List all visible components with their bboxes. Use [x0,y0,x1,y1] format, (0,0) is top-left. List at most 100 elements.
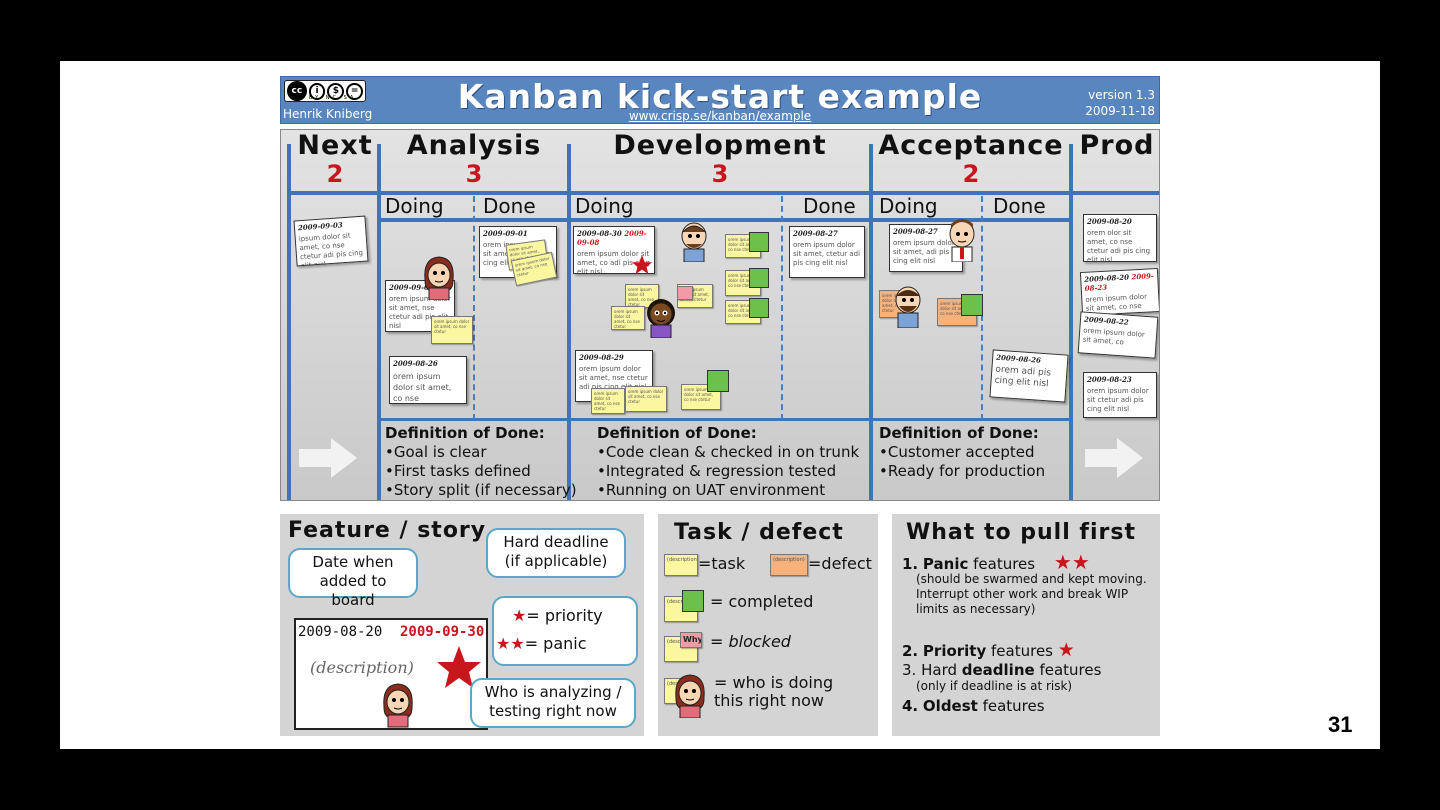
card-date: 2009-08-29 [579,353,624,362]
completed-marker [749,298,769,318]
wip-limit-development: 3 [711,160,729,188]
feature-card[interactable]: 2009-08-27 orem ipsum dolor sit amet, ct… [789,226,865,278]
completed-marker [682,590,704,612]
priority-star-icon: ★ [1057,639,1075,661]
card-date: 2009-09-01 [483,229,528,238]
version-label: version 1.3 [1088,88,1155,102]
attribution-icon: i [308,82,326,100]
analysis-doing-done-divider [473,196,475,420]
column-title-prod: Prod [1079,130,1155,161]
feature-card[interactable]: 2009-08-23 orem ipsum dolor sit ctetur a… [1083,372,1157,418]
card-description: orem ipsum dolor sit ctetur adi pis cing… [1087,387,1149,413]
feature-card[interactable]: 2009-09-03 ipsum dolor sit amet, co nse … [293,215,369,267]
flow-arrow-icon [1085,438,1143,478]
example-feature-card: 2009-08-20 2009-09-30 (description) [294,618,488,730]
author-name: Henrik Kniberg [283,107,373,121]
callout-panic-text: = panic [524,634,587,653]
card-description: ipsum dolor sit amet, co nse ctetur adi … [298,231,364,267]
card-date: 2009-08-20 2009-08-23 [1084,271,1155,293]
acceptance-done-label: Done [993,194,1046,218]
title-link[interactable]: www.crisp.se/kanban/example [628,109,812,123]
legend-feature-title: Feature / story [288,518,487,543]
legend-pull-title: What to pull first [906,520,1136,545]
blocked-label: = blocked [710,632,791,651]
person-analyst-icon [670,672,710,719]
legend-task-title: Task / defect [674,520,844,545]
feature-card[interactable]: 2009-08-22 orem ipsum dolor sit amet, co [1077,311,1159,359]
card-date: 2009-08-23 [1087,375,1132,384]
card-description: orem ipsum dolor sit amet, co adi pis ci… [577,250,650,274]
column-title-development: Development [613,130,827,161]
example-card-description: (description) [310,658,414,677]
wip-limit-acceptance: 2 [962,160,980,188]
flow-arrow-icon [299,438,357,478]
card-date: 2009-09-03 [297,220,343,233]
feature-card[interactable]: 2009-08-26 orem ipsum dolor sit amet, co… [389,356,467,404]
share-alike-icon: = [346,82,363,100]
defect-label: =defect [808,554,872,573]
card-description: orem ipsum dolor sit amet, ctetur adi pi… [793,241,861,267]
example-card-date: 2009-08-20 [298,624,383,640]
dod-acceptance: Definition of Done: •Customer accepted •… [879,424,1046,480]
column-title-acceptance: Acceptance [878,130,1064,161]
completed-marker [749,268,769,288]
callout-deadline: Hard deadline (if applicable) [486,528,626,578]
page-title: Kanban kick-start example [457,77,983,116]
dod-development: Definition of Done: •Code clean & checke… [597,424,860,499]
column-line-next-analysis [377,144,381,500]
person-analyst-icon [419,254,459,301]
column-line-dev-acceptance [869,144,873,500]
pull-item-priority: 2. Priority features ★ [902,639,1075,661]
pull-item-deadline: 3. Hard deadline features [902,661,1102,679]
cc-license-code: BY NC SA [309,95,357,101]
column-line-analysis-dev [567,144,571,500]
panic-stars-icon: ★★ [1053,550,1090,574]
card-description: orem ipsum dolor sit amet, co nse [393,372,452,403]
wip-limit-analysis: 3 [465,160,483,188]
feature-card[interactable]: 2009-08-20 2009-08-23 orem ipsum dolor s… [1079,267,1159,317]
task-sticky[interactable]: orem ipsum dolor sit amet, co nse ctetur [591,388,625,414]
task-sticky[interactable]: orem ipsum dolor sit amet, co nse ctetur [681,384,721,410]
callout-date: Date when added to board [288,548,418,609]
version-info: version 1.3 2009-11-18 [1085,87,1155,119]
analysis-done-label: Done [483,194,536,218]
task-sticky[interactable]: orem ipsum dolor sit amet, co nse ctetur [625,386,667,412]
task-sticky[interactable]: orem ipsum dolor sit amet, co nse ctetur [431,316,473,344]
dev-doing-done-divider [781,196,783,420]
column-title-analysis: Analysis [406,130,542,161]
legend-feature-panel: Feature / story Date when added to board… [280,514,644,736]
column-line-acceptance-prod [1069,144,1073,500]
task-sticky[interactable]: orem ipsum dolor sit amet, co nse ctetur [611,306,645,330]
task-label: =task [698,554,746,573]
blocked-note: Why [680,632,702,648]
callout-priority: ★= priority ★★= panic [492,596,638,666]
person-tester-icon [643,296,679,339]
header-divider [287,191,1159,195]
creative-commons-badge[interactable]: cc i $ = BY NC SA [284,80,366,102]
completed-marker [707,370,729,392]
card-date: 2009-08-30 2009-09-08 [577,229,647,247]
feature-card[interactable]: 2009-08-26 orem adi pis cing elit nisl [989,349,1069,403]
dod-analysis: Definition of Done: •Goal is clear •Firs… [385,424,577,499]
callout-who: Who is analyzing / testing right now [470,678,636,728]
priority-star-icon: ★ [512,606,527,625]
feature-card[interactable]: 2009-08-20 orem olor sit amet, co nse ct… [1083,214,1157,262]
card-description: orem olor sit amet, co nse ctetur adi pi… [1087,229,1151,262]
analysis-doing-label: Doing [385,194,444,218]
completed-marker [749,232,769,252]
completed-label: = completed [710,592,814,611]
pull-item-oldest: 4. Oldest features [902,697,1045,715]
example-card-deadline: 2009-09-30 [400,624,485,640]
dev-doing-label: Doing [575,194,634,218]
card-date: 2009-09-02 [389,283,434,292]
priority-star-icon [437,646,481,688]
wip-limit-next: 2 [326,160,344,188]
person-analyst-icon [378,680,418,728]
slide-number: 31 [1328,712,1353,737]
person-customer-icon [945,218,979,263]
card-description: orem ipsum dolor sit amet, nse ctetur ad… [389,295,451,330]
header-banner: cc i $ = BY NC SA Henrik Kniberg Kanban … [280,76,1160,124]
completed-marker [961,294,983,316]
cc-icon: cc [287,81,307,101]
callout-priority-text: = priority [526,606,603,625]
